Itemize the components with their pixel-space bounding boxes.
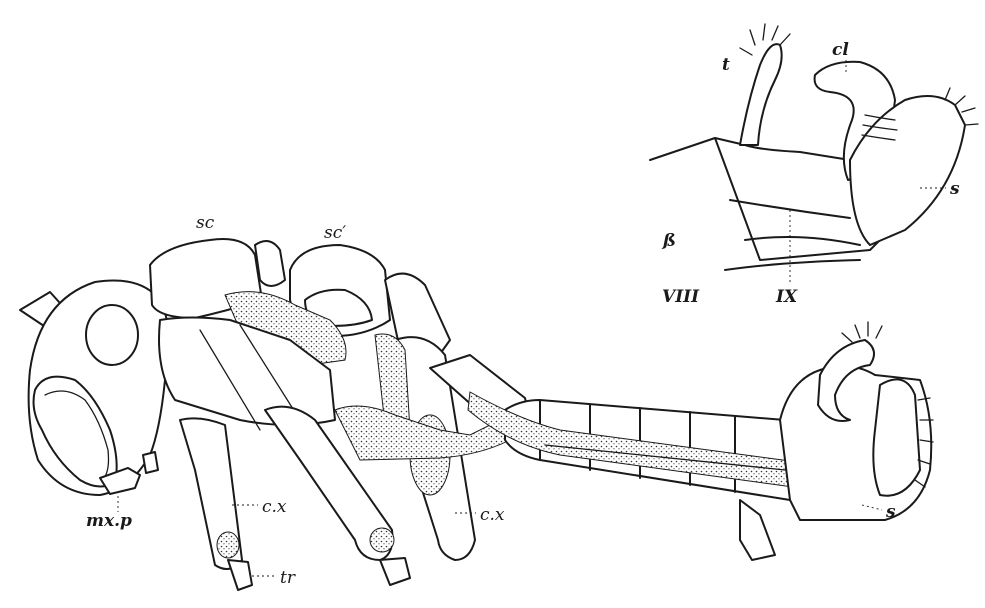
thorax <box>149 238 451 431</box>
label-sc: sc <box>196 213 215 233</box>
inset-style-setae <box>739 23 791 56</box>
inset-segment-suture-2 <box>744 235 861 246</box>
pleural-suture-2 <box>239 324 301 421</box>
aedeagus <box>739 499 776 561</box>
abdomen <box>429 321 934 561</box>
paramere-setae <box>914 397 934 488</box>
paramere <box>872 378 921 497</box>
label-sc-prime: sc′ <box>324 223 346 243</box>
compound-eye <box>85 304 139 366</box>
legs <box>179 333 511 591</box>
inset-paramere-s <box>849 95 966 246</box>
midleg-trochanter <box>379 557 411 586</box>
inset-tergite-edge <box>649 137 716 161</box>
foreleg-coxa <box>179 417 243 570</box>
midleg-coxa <box>264 405 394 561</box>
inset-segment-suture <box>729 199 851 219</box>
label-ix: IX <box>775 287 798 307</box>
label-beta: ß <box>661 231 676 251</box>
inset-serrations <box>861 114 898 141</box>
palp-segment <box>142 451 159 474</box>
maxillary-palp <box>99 467 141 495</box>
foreleg-trochanter <box>227 559 253 591</box>
label-s-inset: s <box>949 179 960 199</box>
gonostylus-main <box>817 339 875 422</box>
head <box>19 279 170 496</box>
midleg-trochanter-stipple <box>369 527 395 553</box>
inset-sternite-edge <box>724 259 861 271</box>
foreleg-trochanter-stipple <box>216 531 240 559</box>
inset-style-t <box>739 43 783 146</box>
label-s-main: s <box>885 502 896 522</box>
label-cx-right: c.x <box>480 505 505 525</box>
label-t: t <box>722 55 730 75</box>
gonostylus-setae <box>841 321 883 343</box>
scutellum <box>254 240 286 287</box>
abdomen-midline <box>544 444 786 471</box>
inset-paramere-setae <box>944 87 979 126</box>
pleural-suture <box>199 329 261 431</box>
label-cl: cl <box>832 40 849 60</box>
labels: sc sc′ mx.p c.x c.x tr s t cl ß VIII IX … <box>86 40 960 588</box>
label-tr: tr <box>280 568 296 588</box>
pleuron-stippled <box>224 291 347 366</box>
leader-s-main <box>861 504 883 511</box>
label-mx-p: mx.p <box>86 511 132 531</box>
label-cx-left: c.x <box>262 497 287 517</box>
label-viii: VIII <box>662 287 700 307</box>
mouthpart-inner-line <box>44 390 110 479</box>
inset-figure <box>649 23 979 271</box>
